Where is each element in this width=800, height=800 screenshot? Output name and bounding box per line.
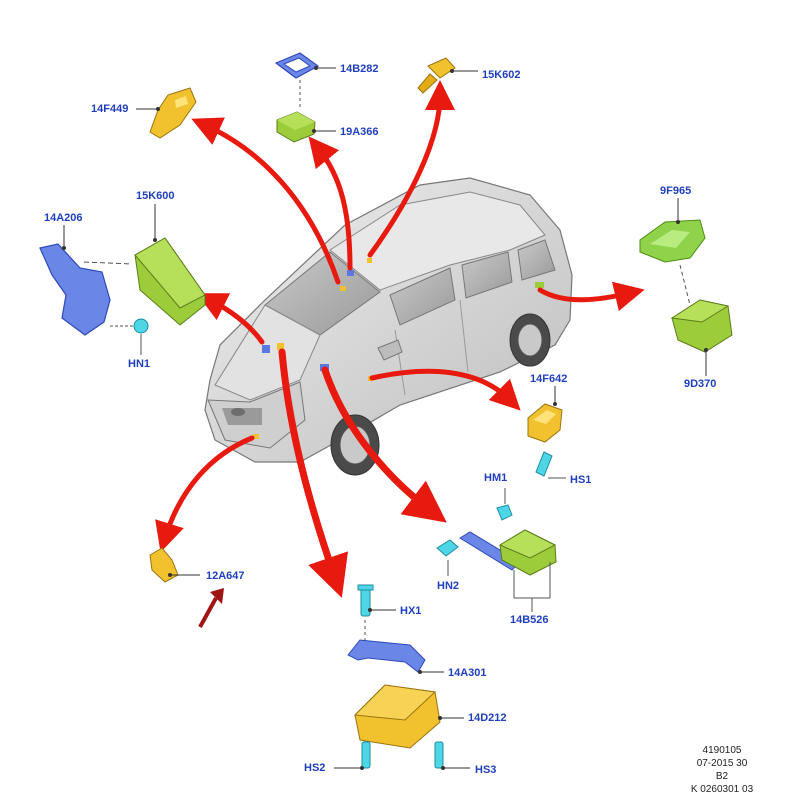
part-9F965-bracket xyxy=(639,219,706,306)
label-14B526: 14B526 xyxy=(510,614,549,626)
part-HM1-screw xyxy=(496,488,513,521)
label-9D370: 9D370 xyxy=(684,378,717,390)
part-HS2-screw xyxy=(361,741,371,769)
location-arrows xyxy=(155,80,645,598)
part-14F449-sensor xyxy=(149,87,197,139)
part-19A366-module xyxy=(276,111,316,143)
leader-lines xyxy=(62,66,708,770)
part-14A301-bracket xyxy=(347,639,426,673)
label-14D212: 14D212 xyxy=(468,712,507,724)
part-HS3-screw xyxy=(434,741,444,769)
label-HS3: HS3 xyxy=(475,764,497,776)
part-HN2-nut xyxy=(436,539,459,576)
vehicle-illustration xyxy=(204,177,573,476)
label-HS2: HS2 xyxy=(304,762,326,774)
footer-code-2: B2 xyxy=(715,771,729,782)
label-9F965: 9F965 xyxy=(660,185,692,197)
part-14F642-module xyxy=(527,403,563,443)
indicator-arrow xyxy=(198,588,224,628)
label-HN1: HN1 xyxy=(128,358,151,370)
part-14D212-module xyxy=(353,684,441,749)
label-12A647: 12A647 xyxy=(206,570,245,582)
part-14B526-assembly xyxy=(459,529,557,612)
part-HN1-nut xyxy=(110,318,149,355)
part-HX1-bolt xyxy=(357,584,374,642)
label-15K602: 15K602 xyxy=(482,69,521,81)
label-14B282: 14B282 xyxy=(340,63,379,75)
part-14B282-bracket xyxy=(274,52,320,110)
part-15K600-module xyxy=(134,237,206,326)
label-15K600: 15K600 xyxy=(136,190,175,202)
part-HS1-screw xyxy=(535,451,566,479)
part-15K602-sensor xyxy=(417,57,456,94)
part-14A206-bracket xyxy=(39,243,133,336)
footer-code-1: 4190105 xyxy=(702,745,742,756)
footer-code-3: K 0260301 03 xyxy=(690,784,754,795)
label-HX1: HX1 xyxy=(400,605,422,617)
label-HN2: HN2 xyxy=(437,580,460,592)
label-HM1: HM1 xyxy=(484,472,508,484)
label-19A366: 19A366 xyxy=(340,126,379,138)
label-HS1: HS1 xyxy=(570,474,592,486)
label-14F642: 14F642 xyxy=(530,373,568,385)
footer-date: 07-2015 30 xyxy=(696,758,748,769)
part-12A647-sensor xyxy=(149,547,179,583)
label-14F449: 14F449 xyxy=(91,103,129,115)
part-9D370-module xyxy=(670,299,733,353)
label-14A301: 14A301 xyxy=(448,667,487,679)
label-14A206: 14A206 xyxy=(44,212,83,224)
